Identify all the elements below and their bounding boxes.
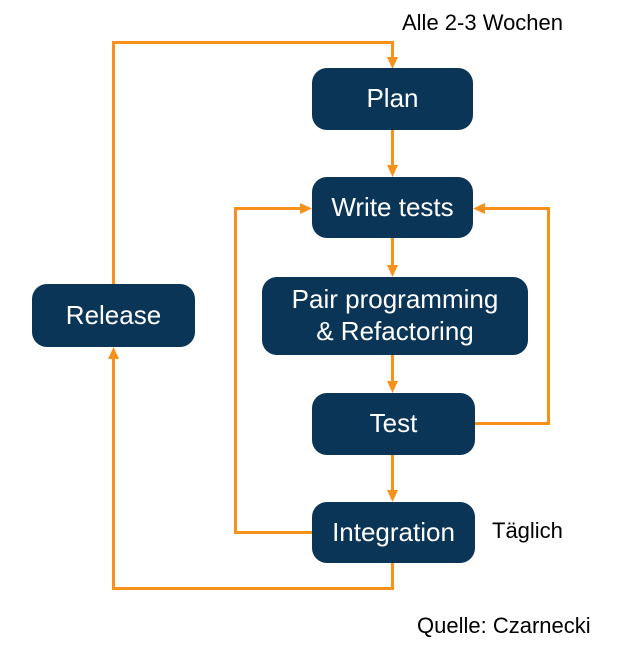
daily-frequency-label: Täglich [492,518,563,543]
cycle-frequency-label: Alle 2-3 Wochen [402,10,564,35]
connector-release-to-plan [112,41,398,284]
node-label-line-2: & Refactoring [316,316,474,346]
node-label: Test [369,408,418,439]
connector-test-to-write-tests [473,203,550,425]
node-label: Integration [332,516,455,547]
node-test: Test [312,393,475,455]
node-pair-programming: Pair programming & Refactoring [262,277,528,355]
source-credit-label: Quelle: Czarnecki [417,613,591,638]
connector-integration-to-write-tests [234,203,312,534]
node-label-line-1: Pair programming [291,284,499,315]
node-label: Write tests [331,191,454,222]
node-release: Release [32,284,195,347]
node-write-tests: Write tests [312,177,473,238]
node-label: Plan [366,83,419,114]
node-integration: Integration [312,502,475,563]
node-label: Release [65,299,162,330]
connector-integration-to-release [108,347,394,590]
node-plan: Plan [312,68,473,130]
